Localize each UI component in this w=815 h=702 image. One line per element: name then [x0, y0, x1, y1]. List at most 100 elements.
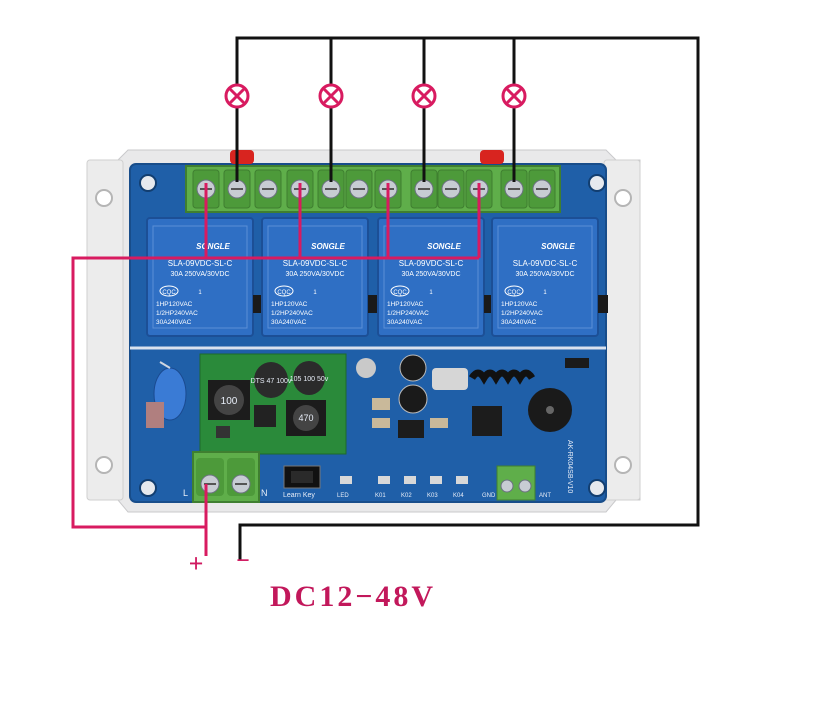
mount-hole	[614, 189, 632, 207]
k2-label: K02	[401, 493, 412, 499]
red-clip	[230, 150, 254, 164]
relay-rating: 30A 250VA/30VDC	[401, 271, 460, 278]
led	[378, 476, 390, 484]
relay-cert: CQC	[393, 290, 407, 296]
red-clip	[480, 150, 504, 164]
relay-spec-line: 30A240VAC	[271, 319, 307, 326]
relay-spec-line: 1/2HP240VAC	[387, 310, 429, 317]
relay-rating: 30A 250VA/30VDC	[170, 271, 229, 278]
relay-cert: CQC	[507, 290, 521, 296]
crystal	[432, 368, 468, 390]
black-wire-common	[235, 36, 700, 560]
relay-spec-line: 1HP120VAC	[271, 301, 308, 308]
relay-terminal-block	[185, 165, 561, 213]
relay-number: 1	[313, 290, 317, 296]
ic-chip	[254, 405, 276, 427]
lamp-icon	[501, 83, 527, 109]
pcb-hole	[588, 174, 606, 192]
header-pins	[565, 358, 589, 368]
terminal-label-L: L	[183, 488, 188, 498]
pcb-hole	[139, 174, 157, 192]
terminal-label-N: N	[261, 488, 268, 498]
relay-spec-line: 1/2HP240VAC	[501, 310, 543, 317]
relay-spec-line: 1/2HP240VAC	[271, 310, 313, 317]
relay-brand: SONGLE	[196, 242, 230, 251]
pcb-hole	[588, 479, 606, 497]
receiver-section	[356, 354, 589, 438]
relay-number: 1	[198, 290, 202, 296]
k3-label: K03	[427, 493, 438, 499]
capacitor	[254, 362, 288, 398]
gnd-label: GND	[482, 493, 496, 499]
relay-spec-line: 1HP120VAC	[156, 301, 193, 308]
transistor	[356, 358, 376, 378]
antenna-terminal: GND ANT	[482, 465, 551, 501]
relay-model: SLA-09VDC-SL-C	[399, 259, 464, 268]
antenna-coil	[468, 369, 536, 385]
lamp-icon	[224, 83, 250, 109]
relay-diode	[368, 295, 378, 313]
k1-label: K01	[375, 493, 386, 499]
plus-label: +	[189, 549, 204, 578]
led	[340, 476, 352, 484]
capacitor	[399, 354, 427, 382]
input-filter	[146, 361, 187, 428]
lamp-icon	[318, 83, 344, 109]
inductor-label: 470	[298, 413, 313, 423]
capacitor	[293, 361, 325, 395]
mount-hole	[95, 456, 113, 474]
fuse	[146, 402, 164, 428]
relay-spec-line: 1HP120VAC	[387, 301, 424, 308]
ant-label: ANT	[539, 493, 551, 499]
learn-key-label: Learn Key	[283, 492, 315, 499]
led-label: LED	[337, 493, 349, 499]
capacitor-label: DTS 47 100v	[251, 378, 292, 385]
pink-wire-positive	[71, 183, 208, 556]
capacitor-label: 105 100 50v	[290, 376, 329, 383]
relay-spec-line: 1/2HP240VAC	[156, 310, 198, 317]
led	[456, 476, 468, 484]
relay-cert: CQC	[162, 290, 176, 296]
relay-rating: 30A 250VA/30VDC	[285, 271, 344, 278]
mount-hole	[95, 189, 113, 207]
relay-brand: SONGLE	[541, 242, 575, 251]
voltage-label: DC12−48V	[270, 580, 436, 613]
relay-brand: SONGLE	[427, 242, 461, 251]
inductor-label: 100	[221, 396, 238, 407]
led	[404, 476, 416, 484]
relay-brand: SONGLE	[311, 242, 345, 251]
power-terminal-block: L N	[183, 451, 268, 503]
pcb-hole	[139, 479, 157, 497]
led	[430, 476, 442, 484]
relay-number: 1	[543, 290, 547, 296]
relay-spec-line: 1HP120VAC	[501, 301, 538, 308]
supply-wiring	[71, 183, 481, 556]
mount-hole	[614, 456, 632, 474]
relay-diode	[598, 295, 608, 313]
relay-number: 1	[429, 290, 433, 296]
learn-key-area: Learn Key LED K01 K02 K03 K04	[283, 465, 468, 499]
relay-spec-line: 30A240VAC	[501, 319, 537, 326]
relay-model: SLA-09VDC-SL-C	[168, 259, 233, 268]
relay-model: SLA-09VDC-SL-C	[283, 259, 348, 268]
relay-model: SLA-09VDC-SL-C	[513, 259, 578, 268]
load-wiring	[235, 36, 700, 560]
load-lamps	[224, 83, 527, 109]
relay-diode	[484, 295, 494, 313]
ic-chip	[398, 420, 424, 438]
relay-spec-line: 30A240VAC	[156, 319, 192, 326]
mcu-chip	[472, 406, 502, 436]
relay-cert: CQC	[277, 290, 291, 296]
minus-label: −	[236, 548, 250, 574]
relay-rating: 30A 250VA/30VDC	[515, 271, 574, 278]
relay-spec-line: 30A240VAC	[387, 319, 423, 326]
capacitor	[398, 384, 428, 414]
buck-converter-module: 100 DTS 47 100v 105 100 50v 470	[199, 353, 347, 455]
board-label: AK-RK04SB-V10	[566, 440, 573, 493]
